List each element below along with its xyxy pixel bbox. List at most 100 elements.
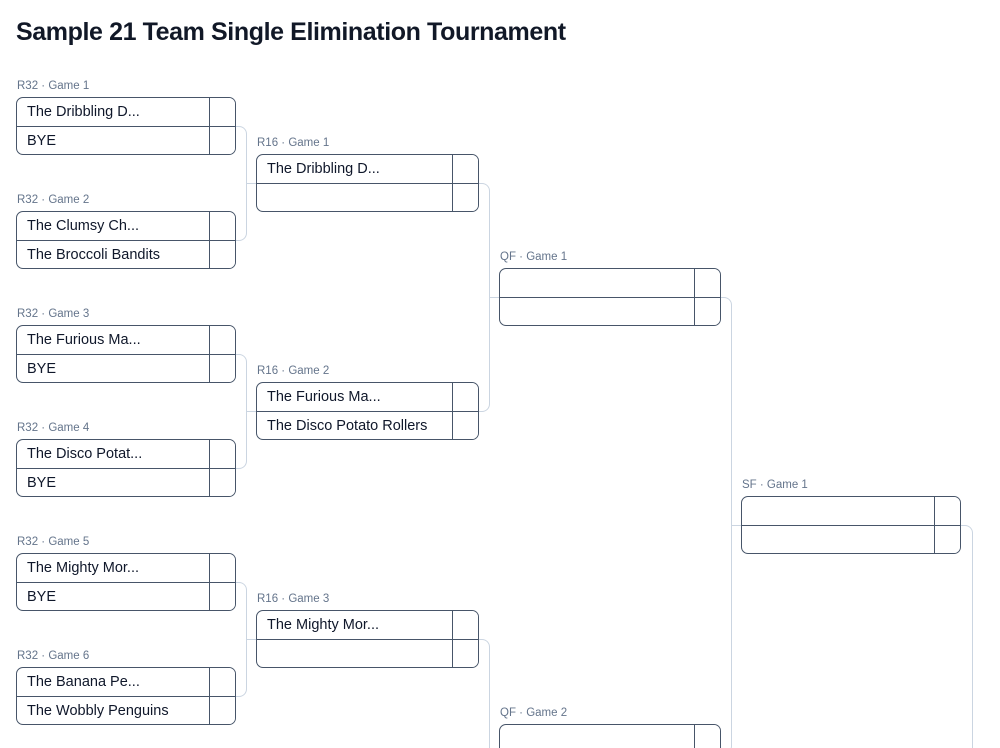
team-row[interactable] — [742, 525, 960, 553]
team-row[interactable]: BYE — [17, 468, 235, 496]
match-label: QF · Game 1 — [500, 251, 568, 263]
match-label: QF · Game 2 — [500, 707, 568, 719]
team-name: The Disco Potato Rollers — [267, 417, 428, 434]
match-label: R16 · Game 1 — [257, 137, 330, 149]
match-r32-game-2: R32 · Game 2 The Clumsy Ch... The Brocco… — [16, 194, 236, 269]
team-name: The Mighty Mor... — [27, 560, 140, 576]
team-row[interactable]: The Dribbling D... — [17, 98, 235, 126]
team-row[interactable]: The Disco Potat... — [17, 440, 235, 468]
match-box — [499, 724, 721, 748]
match-label: R32 · Game 6 — [17, 650, 90, 662]
score-cell[interactable] — [934, 526, 960, 553]
score-cell[interactable] — [209, 355, 235, 382]
match-sf-game-1: SF · Game 1 — [741, 479, 961, 554]
score-cell[interactable] — [452, 383, 478, 411]
match-label: R32 · Game 1 — [17, 80, 90, 92]
connector-r32g1-r32g2 — [236, 126, 247, 241]
match-box: The Dribbling D... — [256, 154, 479, 212]
score-cell[interactable] — [452, 412, 478, 439]
team-row[interactable] — [500, 297, 720, 325]
match-box: The Dribbling D... BYE — [16, 97, 236, 155]
team-name — [500, 298, 694, 325]
score-cell[interactable] — [209, 326, 235, 354]
team-row[interactable] — [500, 269, 720, 297]
team-name — [742, 497, 934, 525]
team-row[interactable] — [500, 725, 720, 748]
connector-stub-r16g3 — [247, 639, 256, 641]
match-label: R32 · Game 5 — [17, 536, 90, 548]
match-r16-game-2: R16 · Game 2 The Furious Ma... The Disco… — [256, 365, 479, 440]
connector-r16g3-r16g4 — [479, 639, 490, 748]
match-label: R16 · Game 2 — [257, 365, 330, 377]
match-box: The Mighty Mor... BYE — [16, 553, 236, 611]
match-label: R32 · Game 4 — [17, 422, 90, 434]
team-name — [500, 725, 694, 748]
team-row[interactable] — [257, 639, 478, 667]
team-row[interactable]: The Wobbly Penguins — [17, 696, 235, 724]
match-label: R32 · Game 3 — [17, 308, 90, 320]
score-cell[interactable] — [452, 640, 478, 667]
team-name: The Mighty Mor... — [267, 617, 380, 633]
match-box: The Clumsy Ch... The Broccoli Bandits — [16, 211, 236, 269]
score-cell[interactable] — [694, 269, 720, 297]
connector-r16g1-r16g2 — [479, 183, 490, 412]
match-box: The Banana Pe... The Wobbly Penguins — [16, 667, 236, 725]
team-name — [500, 269, 694, 297]
match-box: The Furious Ma... The Disco Potato Rolle… — [256, 382, 479, 440]
team-row[interactable]: BYE — [17, 354, 235, 382]
score-cell[interactable] — [452, 611, 478, 639]
match-box — [499, 268, 721, 326]
team-row[interactable]: BYE — [17, 126, 235, 154]
score-cell[interactable] — [209, 668, 235, 696]
team-name: The Disco Potat... — [27, 446, 143, 462]
connector-stub-r16g2 — [247, 411, 256, 413]
match-box — [741, 496, 961, 554]
team-row[interactable] — [257, 183, 478, 211]
team-row[interactable]: The Mighty Mor... — [257, 611, 478, 639]
team-row[interactable]: The Broccoli Bandits — [17, 240, 235, 268]
team-row[interactable]: The Clumsy Ch... — [17, 212, 235, 240]
team-name — [742, 526, 934, 553]
team-row[interactable]: The Furious Ma... — [17, 326, 235, 354]
team-row[interactable] — [742, 497, 960, 525]
score-cell[interactable] — [209, 697, 235, 724]
score-cell[interactable] — [209, 469, 235, 496]
team-row[interactable]: The Banana Pe... — [17, 668, 235, 696]
match-label: R32 · Game 2 — [17, 194, 90, 206]
match-r16-game-1: R16 · Game 1 The Dribbling D... — [256, 137, 479, 212]
team-row[interactable]: The Furious Ma... — [257, 383, 478, 411]
score-cell[interactable] — [209, 440, 235, 468]
score-cell[interactable] — [694, 298, 720, 325]
score-cell[interactable] — [934, 497, 960, 525]
team-row[interactable]: BYE — [17, 582, 235, 610]
match-label: SF · Game 1 — [742, 479, 808, 491]
score-cell[interactable] — [452, 184, 478, 211]
team-row[interactable]: The Disco Potato Rollers — [257, 411, 478, 439]
match-box: The Furious Ma... BYE — [16, 325, 236, 383]
match-r32-game-1: R32 · Game 1 The Dribbling D... BYE — [16, 80, 236, 155]
team-row[interactable]: The Mighty Mor... — [17, 554, 235, 582]
team-name: BYE — [27, 474, 57, 491]
team-row[interactable]: The Dribbling D... — [257, 155, 478, 183]
connector-r32g5-r32g6 — [236, 582, 247, 697]
team-name: The Broccoli Bandits — [27, 246, 160, 263]
match-r32-game-6: R32 · Game 6 The Banana Pe... The Wobbly… — [16, 650, 236, 725]
team-name: The Furious Ma... — [267, 389, 381, 405]
connector-sf1-final — [961, 525, 973, 748]
score-cell[interactable] — [209, 583, 235, 610]
score-cell[interactable] — [694, 725, 720, 748]
match-qf-game-2: QF · Game 2 — [499, 707, 721, 748]
connector-qf1-qf2 — [721, 297, 732, 748]
match-label: R16 · Game 3 — [257, 593, 330, 605]
score-cell[interactable] — [209, 98, 235, 126]
connector-stub-sf1 — [732, 525, 741, 527]
score-cell[interactable] — [209, 241, 235, 268]
team-name: BYE — [27, 360, 57, 377]
connector-stub-r16g1 — [247, 183, 256, 185]
match-r32-game-5: R32 · Game 5 The Mighty Mor... BYE — [16, 536, 236, 611]
score-cell[interactable] — [452, 155, 478, 183]
score-cell[interactable] — [209, 127, 235, 154]
score-cell[interactable] — [209, 212, 235, 240]
score-cell[interactable] — [209, 554, 235, 582]
